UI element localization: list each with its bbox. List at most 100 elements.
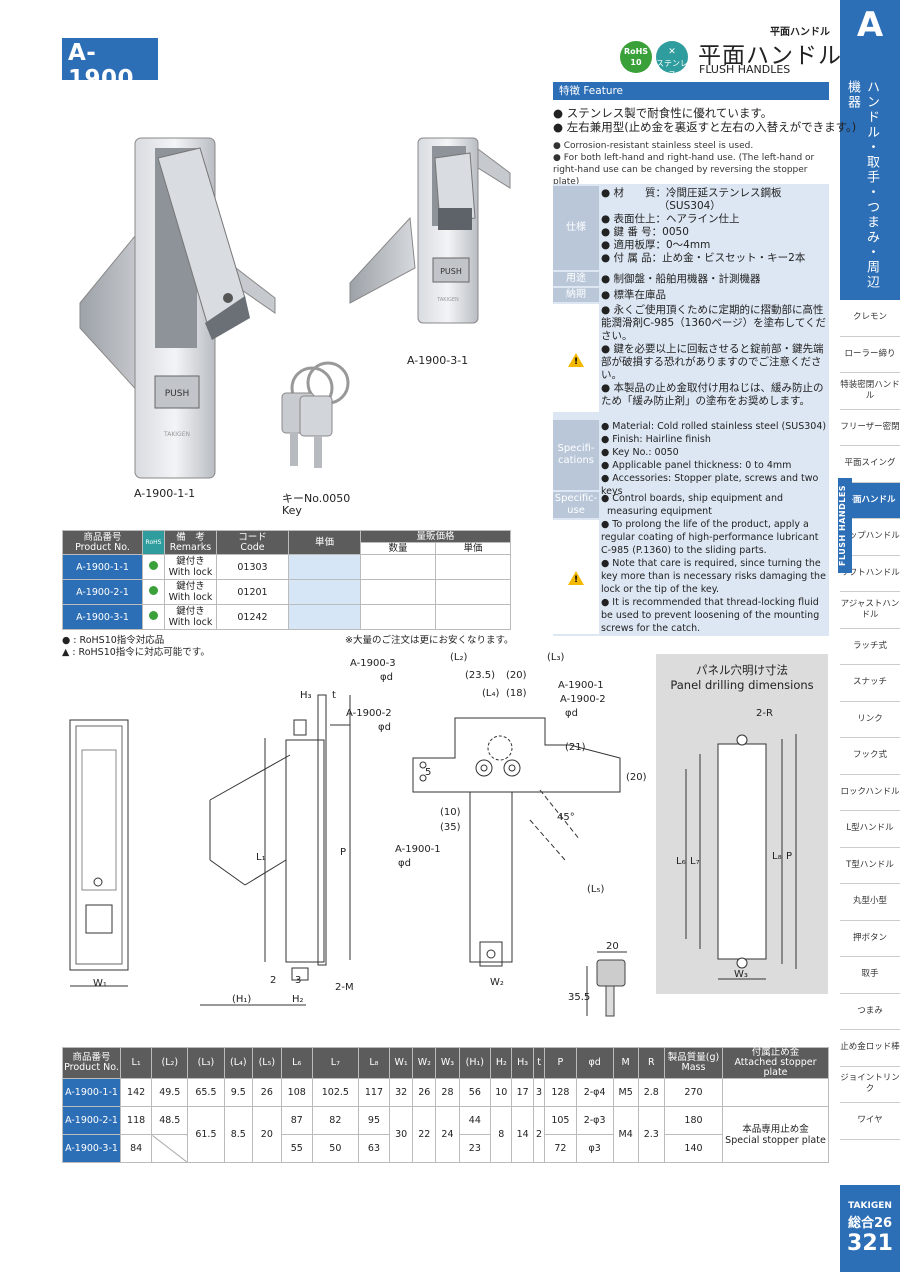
dim-cell: 32 bbox=[389, 1078, 414, 1107]
lbl-R: 2-R bbox=[756, 708, 773, 719]
dim-cell: 26 bbox=[252, 1078, 282, 1107]
dim-cell: A-1900-1-1 bbox=[62, 1078, 121, 1107]
dim-cell: M4 bbox=[612, 1106, 639, 1163]
dim-cell: M5 bbox=[612, 1078, 639, 1107]
use-label-jp: 用途 bbox=[553, 272, 599, 286]
dim-cell: 61.5 bbox=[187, 1106, 225, 1163]
sidebar-item[interactable]: ワイヤ bbox=[840, 1103, 900, 1140]
sidebar-item[interactable]: 丸型小型 bbox=[840, 884, 900, 921]
th-dim: H₂ bbox=[490, 1047, 513, 1079]
lbl-18: (18) bbox=[506, 688, 527, 699]
dim-cell: 10 bbox=[490, 1078, 513, 1107]
spec-line: ● Material: Cold rolled stainless steel … bbox=[601, 421, 827, 432]
sidebar-item[interactable]: 取手 bbox=[840, 957, 900, 994]
sidebar-item[interactable]: L型ハンドル bbox=[840, 811, 900, 848]
sidebar-item[interactable]: スナッチ bbox=[840, 665, 900, 702]
spec-line: ● Applicable panel thickness: 0 to 4mm bbox=[601, 460, 792, 471]
dim-cell: 128 bbox=[544, 1078, 577, 1107]
dim-cell: 48.5 bbox=[151, 1106, 189, 1135]
material-note: ステンレス製 bbox=[69, 92, 124, 102]
lbl-45: 45° bbox=[557, 812, 575, 823]
bulk-note: ※大量のご注文は更にお安くなります。 bbox=[345, 635, 514, 646]
dim-cell: 95 bbox=[357, 1106, 391, 1135]
category-small: 平面ハンドル bbox=[770, 27, 830, 38]
spec-line: ● To prolong the life of the product, ap… bbox=[601, 519, 819, 556]
sidebar-item[interactable]: つまみ bbox=[840, 994, 900, 1030]
section-letter: A bbox=[840, 0, 900, 50]
spec-line: ● 表面仕上：ヘアライン仕上 bbox=[601, 213, 740, 225]
dim-cell: 65.5 bbox=[187, 1078, 225, 1107]
dim-cell: 44 bbox=[458, 1106, 492, 1135]
sidebar-nav: クレモンローラー締り特装密閉ハンドルフリーザー密閉平面スイング平面ハンドルポップ… bbox=[840, 300, 900, 1140]
dim-cell: 24 bbox=[435, 1106, 460, 1163]
spec-line: ● 材 質：冷間圧延ステンレス鋼板 bbox=[601, 187, 782, 199]
lbl-phid3: φd bbox=[398, 858, 411, 869]
lbl-phid1: φd bbox=[380, 672, 393, 683]
sidebar-item[interactable]: 止め金ロッド棒 bbox=[840, 1030, 900, 1067]
rohs-dot-icon bbox=[149, 611, 158, 620]
spec-line: ● 鍵を必要以上に回転させると錠前部・鍵先端部が破損する恐れがありますのでご注意… bbox=[601, 343, 824, 381]
sidebar-item[interactable]: クレモン bbox=[840, 300, 900, 337]
spec-line: ● 永くご使用頂くために定期的に摺動部に高性能潤滑剤C-985（1360ページ）… bbox=[601, 304, 827, 342]
th-dim: W₁ bbox=[389, 1047, 414, 1079]
sidebar-item[interactable]: リンク bbox=[840, 702, 900, 738]
sidebar-item[interactable]: ポップハンドル bbox=[840, 519, 900, 556]
lbl-20v: (20) bbox=[626, 772, 647, 783]
dim-cell: 56 bbox=[458, 1078, 492, 1107]
dim-cell: 17 bbox=[511, 1078, 534, 1107]
lbl-a1: A-1900-1 bbox=[395, 844, 441, 855]
dim-cell: 49.5 bbox=[151, 1078, 189, 1107]
key-icon bbox=[281, 361, 350, 468]
sidebar-item[interactable]: 押ボタン bbox=[840, 921, 900, 957]
lbl-L4: (L₄) bbox=[482, 688, 499, 699]
lbl-L7: L₇ bbox=[690, 856, 700, 867]
th-dim: L₁ bbox=[119, 1047, 153, 1079]
warning-icon-jp-wrap: ! bbox=[553, 304, 599, 412]
sidebar-item[interactable]: アジャストハンドル bbox=[840, 592, 900, 629]
lbl-2: 2 bbox=[270, 975, 276, 986]
lbl-20: (20) bbox=[506, 670, 527, 681]
warning-icon-en-wrap: ! bbox=[553, 520, 599, 634]
push-text-1: PUSH bbox=[165, 389, 190, 399]
warning-icon: ! bbox=[568, 571, 584, 585]
lbl-W3: W₃ bbox=[734, 969, 748, 980]
lbl-21: (21) bbox=[565, 742, 586, 753]
spec-lines-en: ● Material: Cold rolled stainless steel … bbox=[601, 420, 829, 498]
sidebar-item[interactable]: ジョイントリンク bbox=[840, 1067, 900, 1103]
th-dim: H₃ bbox=[511, 1047, 534, 1079]
sidebar-item[interactable]: T型ハンドル bbox=[840, 848, 900, 884]
dim-cell: 3 bbox=[532, 1078, 546, 1107]
sidebar-item[interactable]: 平面スイング bbox=[840, 446, 900, 483]
warnings-en: ● To prolong the life of the product, ap… bbox=[601, 518, 829, 635]
code-cell: 01201 bbox=[216, 579, 289, 605]
sidebar-item[interactable]: フリーザー密閉 bbox=[840, 410, 900, 446]
sidebar-item[interactable]: ローラー締り bbox=[840, 337, 900, 373]
lbl-L1: L₁ bbox=[256, 852, 266, 863]
rohs-legend: ● : RoHS10指令対応品 ▲ : RoHS10指令に対応可能です。 bbox=[62, 635, 210, 658]
sidebar-item[interactable]: 特装密閉ハンドル bbox=[840, 373, 900, 410]
spec-line: ● Note that care is required, since turn… bbox=[601, 558, 826, 595]
th-dim: P bbox=[544, 1047, 577, 1079]
sidebar-item[interactable]: ロックハンドル bbox=[840, 775, 900, 811]
sidebar-item[interactable]: ラッチ式 bbox=[840, 629, 900, 665]
dim-cell: 20 bbox=[252, 1106, 282, 1163]
sidebar-item[interactable]: フック式 bbox=[840, 738, 900, 775]
th-dim: R bbox=[637, 1047, 666, 1079]
dim-cell: 28 bbox=[435, 1078, 460, 1107]
dim-cell: 105 bbox=[544, 1106, 577, 1135]
sidebar-item[interactable]: リフトハンドル bbox=[840, 556, 900, 592]
dim-cell: 23 bbox=[458, 1134, 492, 1163]
model-badge: A-1900 ステンレス製 bbox=[62, 38, 158, 102]
lbl-a11: A-1900-1 bbox=[558, 680, 604, 691]
th-qty: 数量 bbox=[360, 542, 436, 555]
th-dim: M bbox=[612, 1047, 639, 1079]
lbl-L8: L₈ bbox=[772, 851, 782, 862]
brand: TAKIGEN bbox=[848, 1201, 892, 1211]
th-dim: (L₄) bbox=[223, 1047, 254, 1079]
dim-cell: 108 bbox=[280, 1078, 313, 1107]
feature-jp: ● ステンレス製で耐食性に優れています。 ● 左右兼用型(止め金を裏返すと左右の… bbox=[553, 106, 857, 134]
